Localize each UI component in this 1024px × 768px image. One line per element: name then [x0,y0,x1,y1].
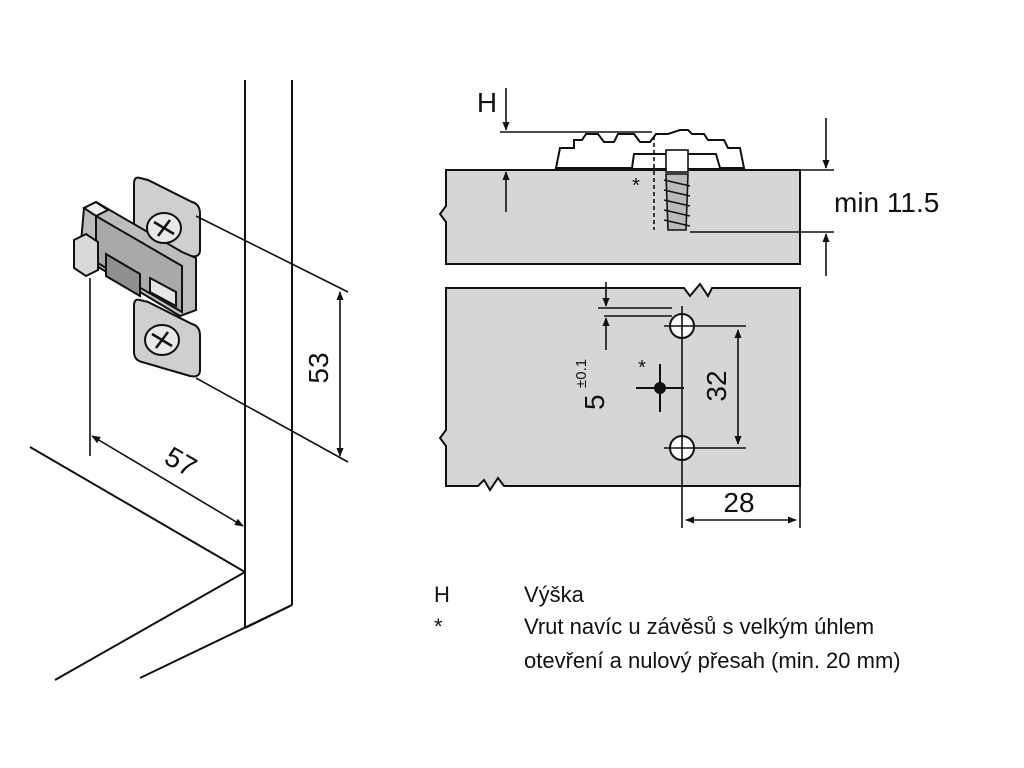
screw-upper [146,212,182,244]
cabinet-floor-front [54,571,246,681]
cabinet-perspective-view [29,80,293,681]
dimension-53-label: 53 [303,352,334,383]
mounting-plate-illustration [73,176,201,378]
dim-line-57 [91,435,244,527]
min-thickness-label: min 11.5 [834,187,939,218]
perspective-dimension-lines [89,215,349,527]
front-panel [438,282,801,492]
height-symbol-label: H [477,87,497,118]
screw-section [653,136,691,231]
cabinet-floor-back [29,446,246,573]
cabinet-floor-edge [139,604,293,679]
panel-section [438,169,801,265]
star-marker-section: * [632,175,640,197]
front-panel-view: 32 28 5 ±0.1 * [438,282,801,528]
center-crosshair [636,364,684,412]
star-marker-front: * [638,357,646,379]
dimension-28-label: 28 [723,487,754,518]
dimension-32-label: 32 [701,370,732,401]
dimension-57-label: 57 [160,441,202,483]
dimension-5-label: 5 [579,394,610,410]
side-section-view: H min 11.5 * [438,87,939,276]
dimension-5-tolerance: ±0.1 [573,359,590,388]
screw-lower [144,324,180,356]
